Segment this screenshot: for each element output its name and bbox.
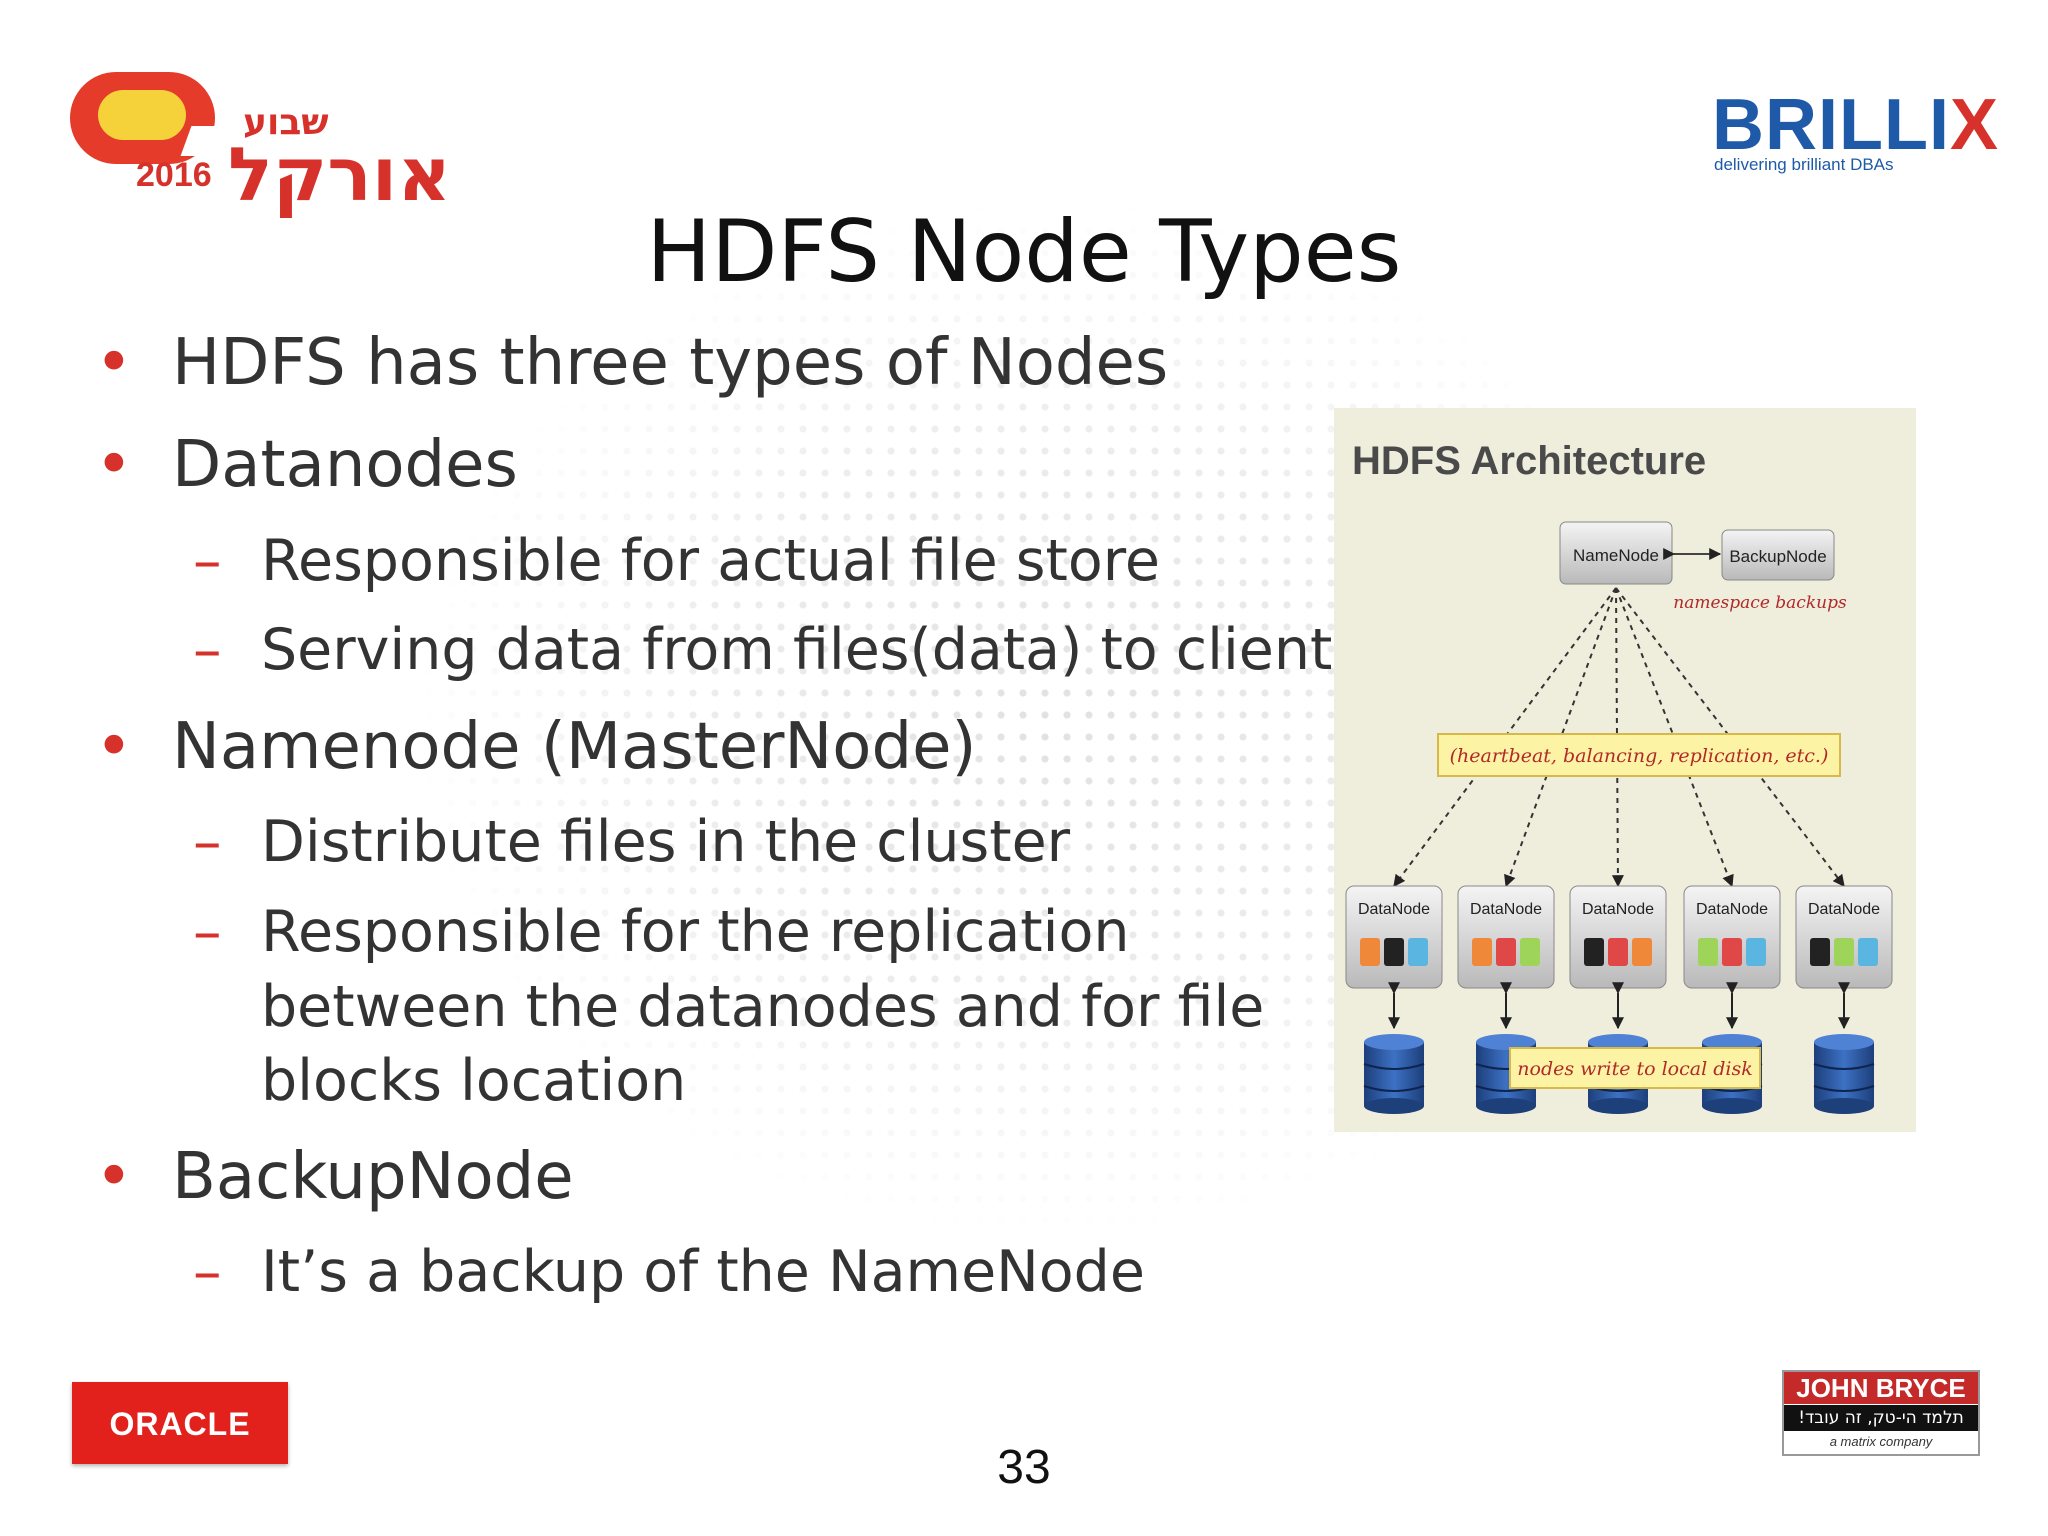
datanode-label: DataNode (1582, 901, 1654, 918)
diagram-title: HDFS Architecture (1352, 439, 1706, 483)
bullet-text: Datanodes (172, 428, 518, 502)
bullet-text: Namenode (MasterNode) (172, 710, 977, 784)
datanode-label: DataNode (1808, 901, 1880, 918)
brillix-logo: BRILLIX delivering brilliant DBAs (1712, 89, 2022, 175)
brillix-word-main: BRILLI (1712, 85, 1950, 165)
heartbeat-label: (heartbeat, balancing, replication, etc.… (1450, 745, 1829, 767)
john-bryce-logo: JOHN BRYCE תלמד הי-טק, זה עובד! a matrix… (1782, 1370, 1980, 1456)
local-disk-label-box (1509, 1047, 1761, 1089)
sub-bullet-dash: – (193, 809, 222, 875)
oracle-week-logo: 2016 שבוע אורקל (68, 68, 458, 218)
connector-line (1393, 587, 1617, 887)
backupnode-label: BackupNode (1729, 547, 1826, 566)
brillix-tagline: delivering brilliant DBAs (1714, 155, 1894, 174)
datanode-3: DataNode (1569, 885, 1667, 989)
datanode-label: DataNode (1358, 901, 1430, 918)
hdfs-architecture-diagram: HDFS Architecture NameNode BackupNode na… (1334, 408, 1916, 1132)
john-bryce-title: JOHN BRYCE (1784, 1372, 1978, 1404)
logo-ring-inner (98, 90, 186, 140)
brillix-word-x: X (1949, 85, 1999, 165)
sub-bullet-text: It’s a backup of the NameNode (261, 1239, 1145, 1305)
slide-title: HDFS Node Types (646, 202, 1402, 302)
sub-bullet-dash: – (193, 528, 222, 594)
bullet-dot: • (95, 428, 133, 502)
namespace-backups-label: namespace backups (1673, 593, 1847, 613)
datanode-4: DataNode (1683, 885, 1781, 989)
bullet-dot: • (95, 1140, 133, 1214)
datanode-5: DataNode (1795, 885, 1893, 989)
john-bryce-hebrew: תלמד הי-טק, זה עובד! (1784, 1405, 1978, 1431)
datanode-label: DataNode (1470, 901, 1542, 918)
sub-bullet-dash: – (193, 899, 222, 965)
sub-bullet-dash: – (193, 617, 222, 683)
bullet-text: HDFS has three types of Nodes (172, 326, 1169, 400)
sub-bullet-text: blocks location (261, 1048, 687, 1114)
datanode-label: DataNode (1696, 901, 1768, 918)
oracle-logo: ORACLE (72, 1382, 288, 1464)
datanode-row: DataNode DataNode DataNode DataNode Data… (1345, 885, 1893, 989)
bullet-dot: • (95, 710, 133, 784)
brillix-wordmark: BRILLIX (1712, 89, 1999, 161)
datanode-2: DataNode (1457, 885, 1555, 989)
heartbeat-connectors (1393, 587, 1845, 888)
bullet-dot: • (95, 326, 133, 400)
datanode-1: DataNode (1345, 885, 1443, 989)
sub-bullet-text: between the datanodes and for file (261, 974, 1265, 1040)
heartbeat-label-box (1437, 733, 1841, 777)
disk-icon (1813, 1034, 1875, 1114)
sub-bullet-dash: – (193, 1239, 222, 1305)
disk-arrows (1388, 982, 1850, 1030)
bullet-text: BackupNode (172, 1140, 574, 1214)
oracle-wordmark: ORACLE (109, 1406, 251, 1442)
logo-year: 2016 (136, 156, 212, 194)
connector-line (1504, 587, 1617, 888)
local-disk-label: nodes write to local disk (1517, 1058, 1752, 1080)
backupnode-box (1721, 529, 1835, 581)
logo-hebrew-oracle: אורקל (228, 132, 452, 218)
page-number: 33 (997, 1441, 1051, 1494)
sub-bullet-text: Distribute files in the cluster (261, 809, 1071, 875)
sub-bullet-text: Responsible for the replication (261, 899, 1130, 965)
namenode-label: NameNode (1573, 546, 1659, 565)
connector-line (1615, 587, 1734, 888)
john-bryce-tagline: a matrix company (1829, 1434, 1933, 1449)
connector-line (1615, 587, 1845, 887)
sub-bullet-text: Serving data from files(data) to client (261, 617, 1333, 683)
logo-hebrew-week: שבוע (243, 102, 329, 143)
disk-icon (1363, 1034, 1425, 1114)
sub-bullet-text: Responsible for actual file store (261, 528, 1160, 594)
